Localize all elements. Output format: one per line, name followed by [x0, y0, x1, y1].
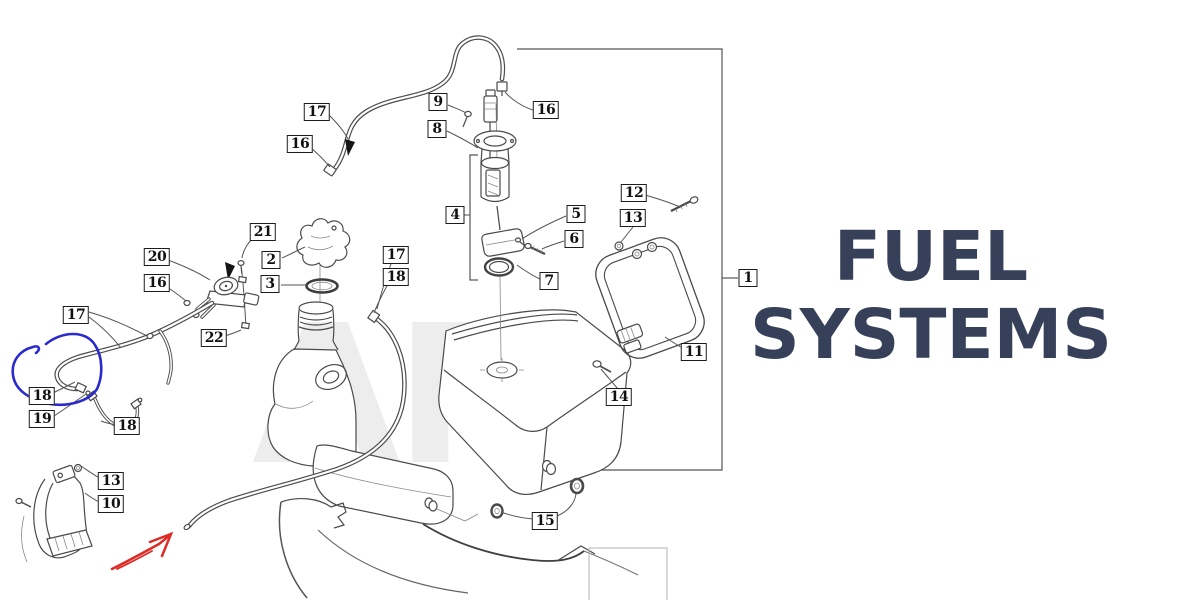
page-title-line1: FUEL [833, 217, 1029, 297]
callout-16-pump: 16 [532, 101, 560, 119]
callout-10: 10 [97, 495, 125, 513]
callout-16-vent: 16 [286, 135, 314, 153]
callout-2: 2 [261, 251, 281, 269]
callout-15: 15 [531, 512, 559, 530]
callout-13-frame: 13 [619, 209, 647, 227]
fuel-valve-assembly [183, 260, 260, 330]
vent-hose [323, 35, 508, 177]
strap-bracket [15, 463, 93, 563]
red-arrow-annotation [110, 531, 174, 571]
callout-17-tank: 17 [382, 246, 410, 264]
page-title-line2: SYSTEMS [750, 295, 1112, 375]
tank-frame-guard [592, 196, 705, 373]
callout-20: 20 [143, 248, 171, 266]
callout-18-tank: 18 [382, 268, 410, 286]
callout-14: 14 [605, 388, 633, 406]
callout-11: 11 [680, 343, 708, 361]
callout-17-left: 17 [62, 306, 90, 324]
callout-5: 5 [566, 205, 586, 223]
callout-22: 22 [200, 329, 228, 347]
callout-12: 12 [620, 184, 648, 202]
callout-19: 19 [28, 410, 56, 428]
callout-3: 3 [260, 275, 280, 293]
callout-4: 4 [445, 206, 465, 224]
callout-9: 9 [428, 93, 448, 111]
callout-13-strap: 13 [97, 472, 125, 490]
callout-7: 7 [539, 272, 559, 290]
assembly-bracket [517, 48, 738, 471]
callout-18-lower: 18 [113, 417, 141, 435]
callout-6: 6 [564, 230, 584, 248]
callout-1: 1 [738, 269, 758, 287]
callout-18-circled: 18 [28, 387, 56, 405]
vehicle-frame [278, 497, 668, 600]
fuel-tank-illustration [267, 218, 632, 525]
tank-fuel-hose [183, 309, 407, 531]
fuel-pump-assembly [462, 89, 546, 361]
callout-8: 8 [427, 120, 447, 138]
callout-17-vent: 17 [303, 103, 331, 121]
page-title: FUEL SYSTEMS [750, 218, 1112, 374]
callout-21: 21 [249, 223, 277, 241]
callout-16-petcock: 16 [143, 274, 171, 292]
